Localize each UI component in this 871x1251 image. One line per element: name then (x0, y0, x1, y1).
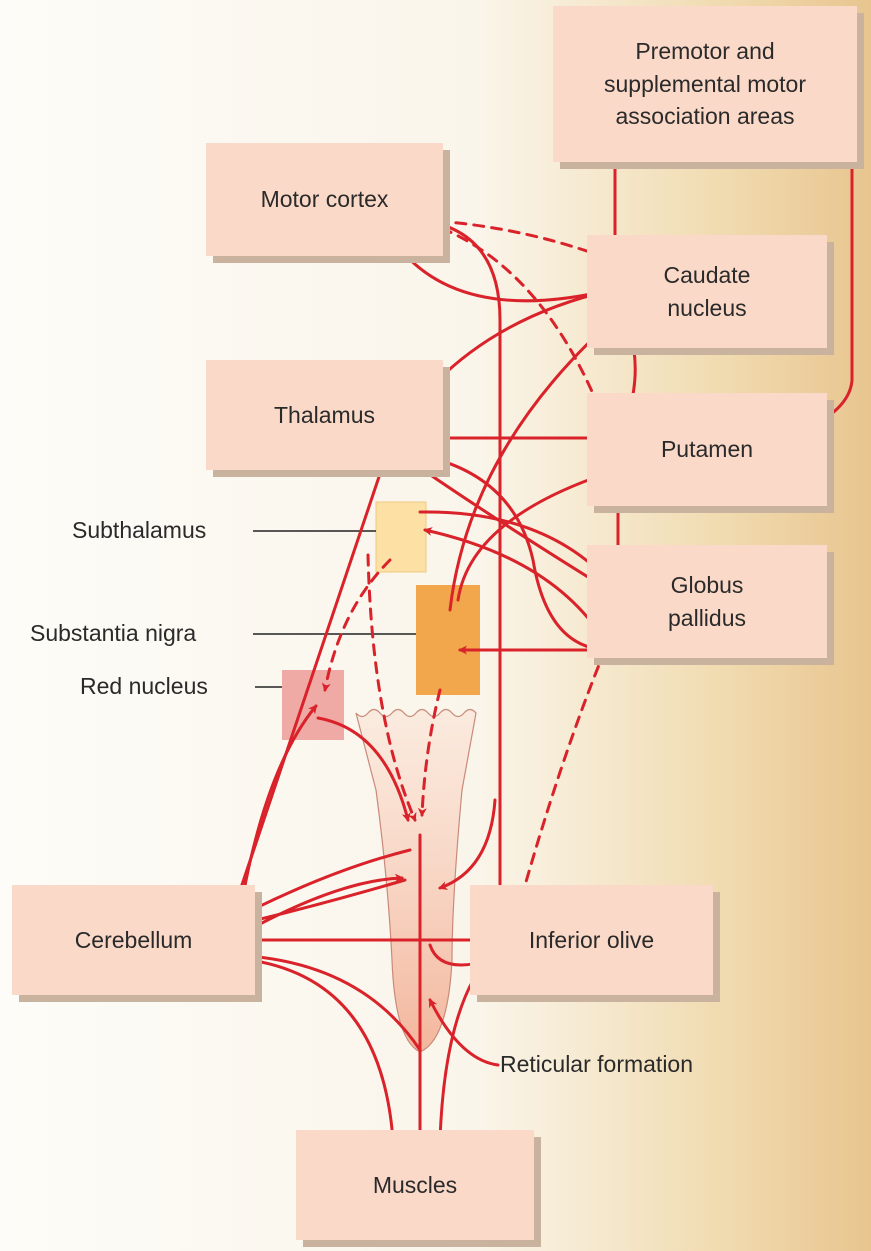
arrow-subthalamus-globus (420, 512, 606, 578)
premotor-box: Premotor and supplemental motor associat… (553, 6, 857, 162)
motor-cortex-box: Motor cortex (206, 143, 443, 256)
red-nucleus-text: Red nucleus (80, 673, 208, 700)
arrow-brainstem-cerebellum-3 (232, 955, 420, 1050)
muscles-box: Muscles (296, 1130, 534, 1240)
subthalamus-text: Subthalamus (72, 517, 206, 544)
putamen-box: Putamen (587, 393, 827, 506)
inferior-olive-label: Inferior olive (529, 924, 654, 957)
caudate-box: Caudate nucleus (587, 235, 827, 348)
arrow-globus-olive-dashed (518, 650, 605, 910)
thalamus-label: Thalamus (274, 399, 375, 432)
arrow-cerebellum-brainstem (245, 878, 402, 932)
substantia-nigra-text: Substantia nigra (30, 620, 196, 647)
cerebellum-label: Cerebellum (75, 924, 193, 957)
globus-pallidus-box: Globus pallidus (587, 545, 827, 658)
arrow-brainstem-cerebellum (240, 880, 405, 924)
arrow-motor-putamen-dashed (425, 222, 602, 415)
subthalamus-block (376, 502, 426, 572)
motor-cortex-label: Motor cortex (261, 183, 389, 216)
caudate-label: Caudate nucleus (664, 259, 751, 324)
muscles-label: Muscles (373, 1169, 457, 1202)
cerebellum-box: Cerebellum (12, 885, 255, 995)
red-nucleus-block (282, 670, 344, 740)
putamen-label: Putamen (661, 433, 753, 466)
arrow-nigra-putamen (458, 474, 605, 600)
premotor-label: Premotor and supplemental motor associat… (604, 35, 806, 133)
globus-pallidus-label: Globus pallidus (668, 569, 746, 634)
substantia-nigra-block (416, 585, 480, 695)
thalamus-box: Thalamus (206, 360, 443, 470)
inferior-olive-box: Inferior olive (470, 885, 713, 995)
arrow-cerebellum-muscles (233, 958, 393, 1140)
reticular-formation-text: Reticular formation (500, 1051, 693, 1078)
